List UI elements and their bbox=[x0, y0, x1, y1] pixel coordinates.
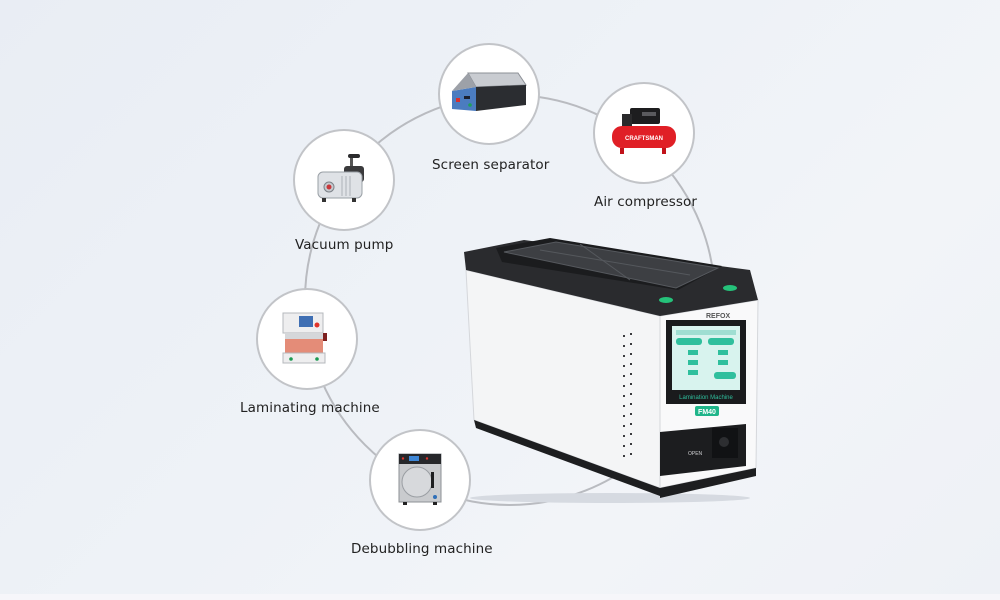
node-debubbling-machine bbox=[369, 429, 471, 531]
label-screen-separator: Screen separator bbox=[432, 157, 550, 173]
refox-fm40-machine: REFOX Lamination Machine FM40 OPEN bbox=[464, 238, 759, 503]
model-badge: FM40 bbox=[698, 409, 716, 416]
screen-title: Lamination Machine bbox=[679, 395, 733, 401]
label-laminating-machine: Laminating machine bbox=[240, 400, 380, 416]
node-vacuum-pump bbox=[293, 129, 395, 231]
craftsman-text: CRAFTSMAN bbox=[625, 136, 663, 142]
node-screen-separator bbox=[438, 43, 540, 145]
label-debubbling-machine: Debubbling machine bbox=[351, 541, 493, 557]
node-laminating-machine bbox=[256, 288, 358, 390]
refox-logo: REFOX bbox=[706, 313, 730, 320]
screen-separator-icon bbox=[452, 72, 527, 111]
laminating-machine-icon bbox=[282, 312, 327, 364]
node-air-compressor: CRAFTSMAN bbox=[593, 82, 695, 184]
label-vacuum-pump: Vacuum pump bbox=[295, 237, 394, 253]
label-air-compressor: Air compressor bbox=[594, 194, 698, 210]
vacuum-pump-icon bbox=[317, 154, 364, 202]
air-compressor-icon: CRAFTSMAN bbox=[612, 108, 676, 154]
background-strip bbox=[0, 594, 1000, 600]
debubbling-machine-icon bbox=[398, 453, 442, 505]
drawer-open-label: OPEN bbox=[688, 451, 703, 457]
